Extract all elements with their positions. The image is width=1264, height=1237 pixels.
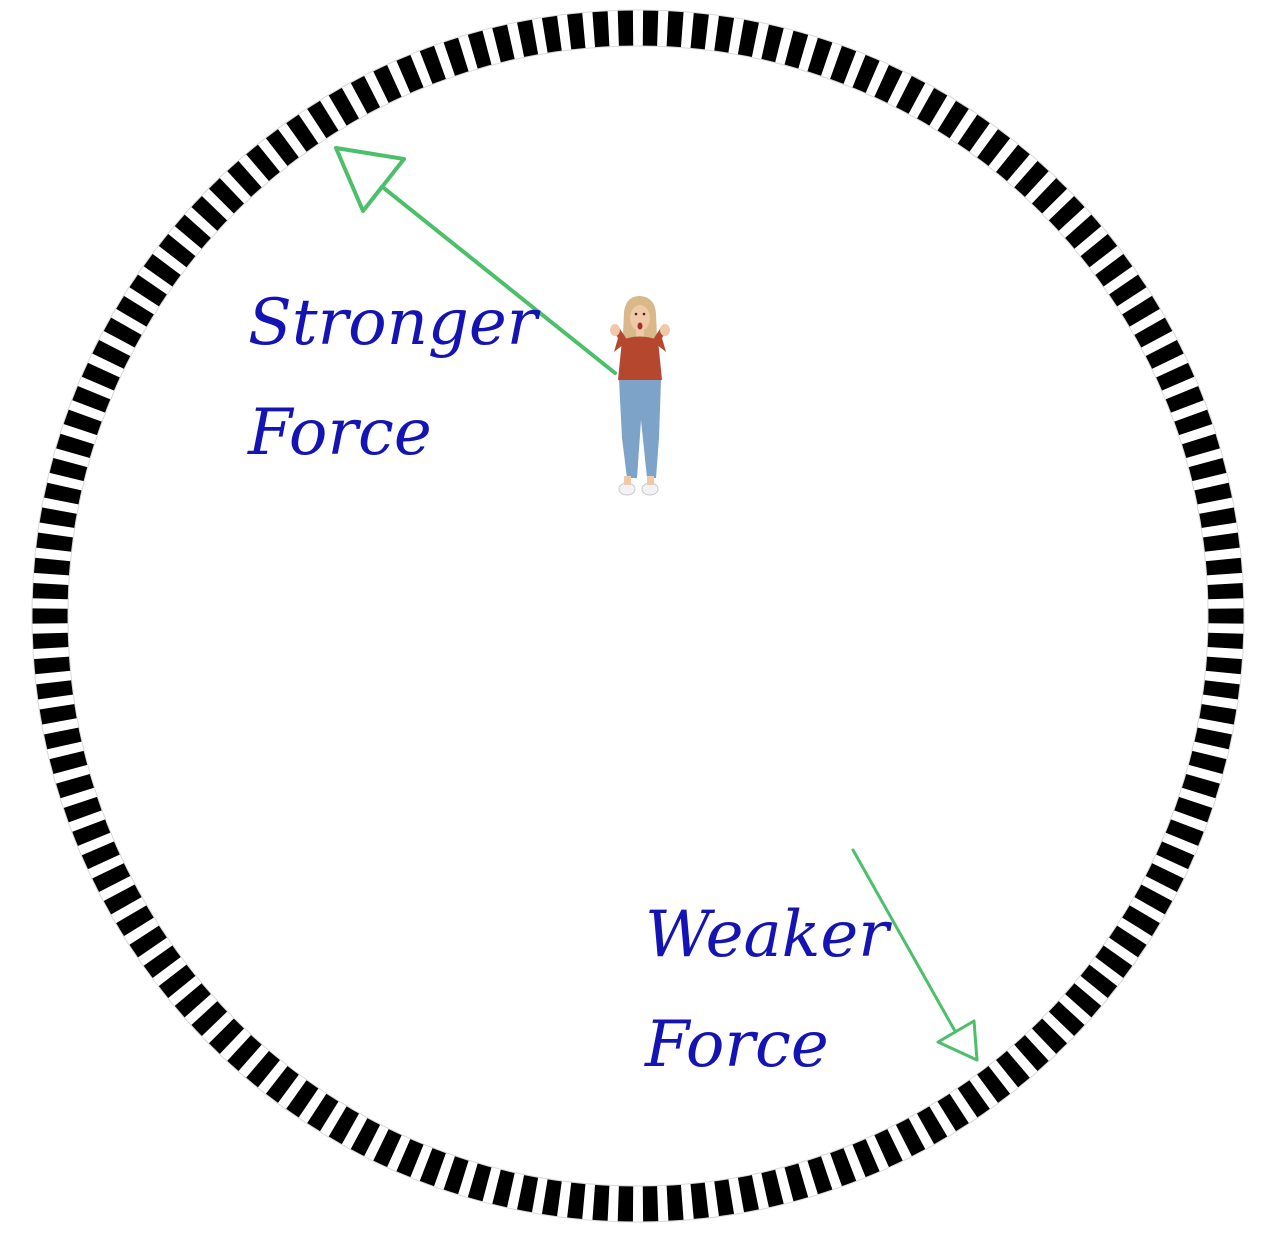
ring-stripe [32, 583, 69, 599]
ring-stripe [592, 1184, 609, 1221]
ring-stripe [1207, 583, 1244, 599]
ring-stripe [643, 1186, 659, 1222]
ring-stripe [32, 633, 69, 649]
ring-stripe [667, 11, 684, 48]
ring-stripe [32, 608, 68, 623]
weaker-force-label-line1: Weaker [645, 898, 889, 972]
weaker-force-label: Weaker Force [645, 880, 889, 1100]
ring-edge-inner [68, 46, 1208, 1186]
striped-ring [32, 10, 1244, 1222]
ring-stripe [592, 11, 609, 48]
ring-stripe [618, 10, 634, 46]
stronger-force-label-line1: Stronger [248, 286, 537, 360]
ring-stripe [667, 1184, 684, 1221]
ring-stripe [1208, 608, 1244, 623]
ring-stripe [1207, 633, 1244, 649]
ring-stripe [618, 1186, 634, 1222]
stronger-force-label-line2: Force [248, 396, 432, 470]
weaker-force-label-line2: Force [645, 1008, 829, 1082]
stronger-force-label: Stronger Force [248, 268, 537, 488]
ring-stripe [643, 10, 659, 46]
surprised-woman-figure [610, 296, 670, 495]
